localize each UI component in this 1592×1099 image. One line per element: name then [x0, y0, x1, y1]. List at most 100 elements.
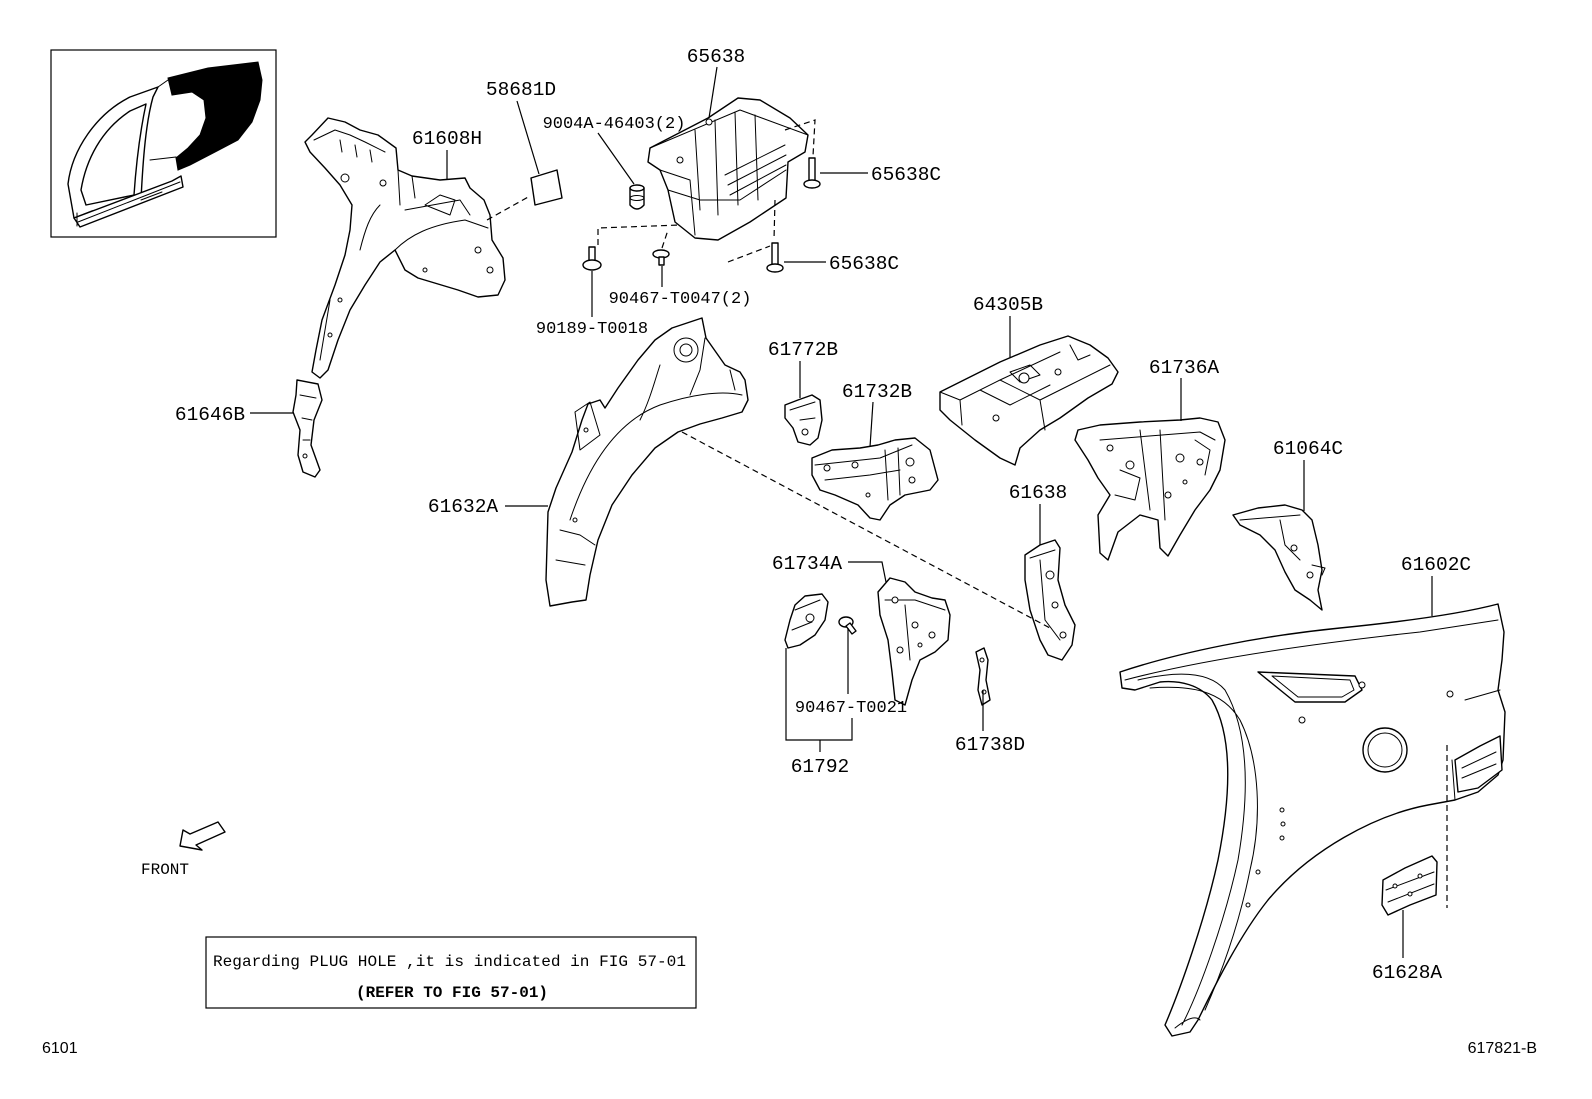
callout-61732b[interactable]: 61732B — [842, 381, 912, 403]
part-61602c-quarter-panel — [1119, 603, 1506, 1037]
inset-quarter-highlight — [167, 61, 263, 171]
part-61772b-hole — [801, 428, 809, 436]
part-61632a-hole — [572, 517, 578, 523]
screw-65638c-top — [803, 157, 821, 189]
part-65638-duct — [647, 97, 809, 241]
callout-9004a-46403[interactable]: 9004A-46403(2) — [543, 115, 686, 134]
part-61646b-detail — [299, 394, 317, 441]
part-61608h-detail — [313, 129, 489, 361]
leader-61792-bracket — [785, 648, 853, 752]
part-61602c-holes — [1245, 681, 1454, 908]
part-61792-hole — [805, 613, 815, 623]
alignment-lines — [486, 119, 1448, 908]
figure-id: 617821-B — [1468, 1040, 1537, 1057]
part-61772b-detail — [789, 401, 816, 421]
part-61646b-hole — [302, 453, 308, 459]
part-61602c-tail-lamp-detail — [1461, 751, 1497, 779]
front-indicator: FRONT — [141, 821, 226, 879]
callout-65638[interactable]: 65638 — [687, 46, 746, 68]
callout-61602c[interactable]: 61602C — [1401, 554, 1471, 576]
part-64305b-outline — [939, 335, 1119, 466]
callout-labels: 65638 58681D 9004A-46403(2) 61608H 65638… — [175, 46, 1471, 984]
part-61734a-reinforcement — [877, 577, 951, 706]
part-61792-detail — [791, 599, 821, 631]
callout-61638[interactable]: 61638 — [1009, 482, 1068, 504]
note-line-2: (REFER TO FIG 57-01) — [356, 984, 548, 1002]
part-61738d-hole — [979, 657, 985, 663]
clip-9004a-body — [629, 187, 645, 210]
part-61608h-inner-quarter-panel — [304, 117, 506, 379]
part-61738d-strip — [975, 647, 991, 706]
leader-61734a — [848, 561, 887, 583]
plug-hole-note: Regarding PLUG HOLE ,it is indicated in … — [205, 936, 697, 1009]
vehicle-location-inset — [50, 49, 277, 238]
callout-61646b[interactable]: 61646B — [175, 404, 245, 426]
part-61608h-outline — [304, 117, 506, 379]
part-61602c-tail-lamp-cutout — [1454, 735, 1503, 793]
clip-90467-t0021-stem — [845, 622, 857, 635]
align-duct-clip-center — [661, 229, 669, 249]
part-61628a-outline — [1381, 855, 1438, 916]
callout-61772b[interactable]: 61772B — [768, 339, 838, 361]
callout-90467-t0047[interactable]: 90467-T0047(2) — [609, 290, 752, 309]
part-61736a-panel — [1074, 417, 1226, 561]
callout-64305b[interactable]: 64305B — [973, 294, 1043, 316]
part-61602c-fuel-door-flange — [1367, 732, 1403, 768]
callout-90189-t0018[interactable]: 90189-T0018 — [536, 320, 648, 339]
front-label: FRONT — [141, 861, 189, 879]
part-61064c-hole — [1306, 571, 1314, 579]
part-65638-detail — [649, 109, 809, 236]
part-61772b-bracket — [784, 394, 823, 446]
leader-65638 — [708, 66, 718, 119]
part-61792-outline — [784, 593, 829, 649]
clip-9004a-ring — [629, 195, 645, 201]
callout-61628a[interactable]: 61628A — [1372, 962, 1443, 984]
part-61632a-hole — [583, 427, 589, 433]
part-64305b-detail — [939, 344, 1111, 431]
part-61608h-holes — [327, 173, 494, 338]
leader-61732b — [869, 401, 874, 448]
inset-door-ring-inner — [80, 103, 147, 206]
callout-58681d[interactable]: 58681D — [486, 79, 556, 101]
part-61632a-detail — [555, 337, 743, 566]
clip-90189-t0018 — [582, 246, 602, 271]
part-61628a-holes — [1392, 873, 1423, 897]
inset-frame — [50, 49, 277, 238]
callout-61792[interactable]: 61792 — [791, 756, 850, 778]
clip-90467-t0021 — [838, 616, 857, 635]
callout-61736a[interactable]: 61736A — [1149, 357, 1220, 379]
part-61732b-outline — [811, 437, 939, 521]
part-61638-detail — [1029, 549, 1061, 641]
part-64305b-holes — [992, 368, 1062, 422]
part-65638-hole — [705, 118, 713, 126]
callout-61738d[interactable]: 61738D — [955, 734, 1025, 756]
part-61064c-outline — [1232, 504, 1323, 611]
part-61632a-large-hole-inner — [679, 343, 693, 357]
part-61646b-bracket — [292, 379, 323, 478]
clip-90467-t0047-stem — [658, 256, 665, 266]
callout-90467-t0021[interactable]: 90467-T0021 — [795, 699, 907, 718]
part-61736a-holes — [1106, 444, 1204, 499]
callout-61064c[interactable]: 61064C — [1273, 438, 1343, 460]
front-direction-arrow-icon — [179, 821, 226, 851]
callout-61608h[interactable]: 61608H — [412, 128, 482, 150]
part-61736a-detail — [1099, 429, 1216, 521]
clip-9004a-46403 — [629, 184, 645, 210]
clip-90189-head — [582, 259, 602, 271]
part-61602c-fuel-door-opening — [1362, 727, 1408, 773]
leader-lines — [250, 66, 1433, 958]
part-61064c-bracket — [1232, 504, 1326, 611]
part-61792-bracket — [784, 593, 829, 649]
align-duct-screw-bottom — [727, 199, 776, 263]
part-58681d-plug — [530, 169, 563, 206]
part-61732b-bracket — [811, 437, 939, 521]
inset-rocker — [73, 175, 184, 228]
callout-65638c-bottom[interactable]: 65638C — [829, 253, 899, 275]
callout-61734a[interactable]: 61734A — [772, 553, 843, 575]
clip-90467-t0047 — [652, 249, 670, 266]
callout-65638c-top[interactable]: 65638C — [871, 164, 941, 186]
part-61602c-quarter-window-flange — [1271, 675, 1355, 698]
part-61638-reinforcement — [1024, 539, 1076, 661]
callout-61632a[interactable]: 61632A — [428, 496, 499, 518]
